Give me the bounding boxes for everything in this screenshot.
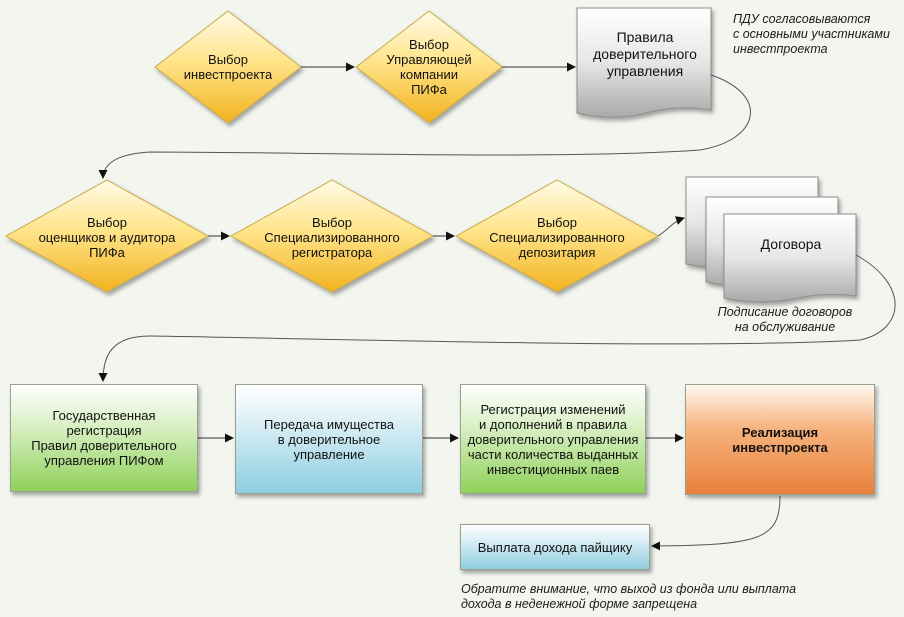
diamond-label-choose-appraisers-auditor: Выбор оценщиков и аудитора ПИФа [38,214,176,260]
document-rules-shape [576,7,712,118]
connector-rules-to-appraisers [98,74,751,179]
diamond-choose-management-company [355,10,503,124]
diamond-label-choose-depository: Выбор Специализированного депозитария [489,214,625,260]
document-contracts-front-shape [723,213,857,303]
diamond-label-choose-management-company: Выбор Управляющей компании ПИФа [386,37,472,97]
box-state-registration: Государственная регистрация Правил довер… [10,384,198,492]
document-label-contracts: Договора [760,235,822,252]
box-registration-changes: Регистрация изменений и дополнений в пра… [460,384,646,494]
note-warning: Обратите внимание, что выход из фонда ил… [461,582,797,611]
connector-depository-to-contracts [657,216,685,237]
box-income-payment: Выплата дохода пайщику [460,524,650,570]
diamond-label-choose-registrar: Выбор Специализированного регистратора [264,214,400,260]
connector-contracts-to-state [98,254,896,382]
box-property-transfer: Передача имущества в доверительное управ… [235,384,423,494]
note-pdu-agreement: ПДУ согласовываются с основными участник… [733,12,890,56]
diamond-choose-investproject [154,10,302,124]
note-contract-signing: Подписание договоров на обслуживание [717,305,853,334]
document-label-rules: Правила доверительного управления [593,28,697,79]
box-project-implementation: Реализация инвестпроекта [685,384,875,495]
diamond-choose-depository [454,179,660,293]
diamond-label-choose-investproject: Выбор инвестпроекта [183,52,273,82]
diamond-choose-appraisers-auditor [4,179,210,293]
diamond-choose-registrar [229,179,435,293]
connector-implementation-to-payment [651,495,781,551]
